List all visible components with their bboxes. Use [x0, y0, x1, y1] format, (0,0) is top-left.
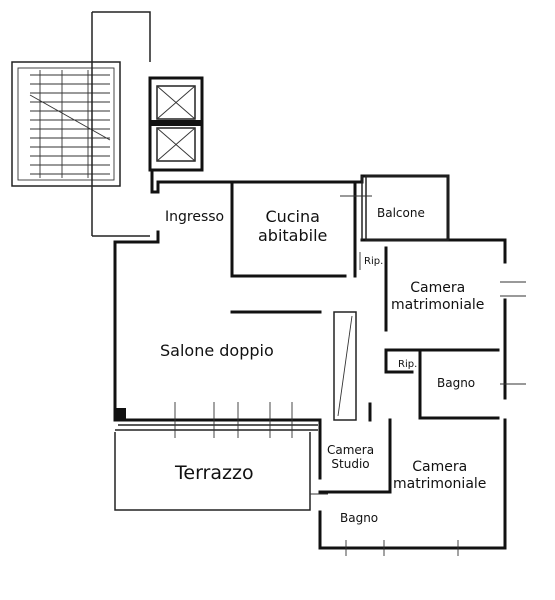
room-label-balcone: Balcone: [377, 206, 425, 220]
window-marks: [174, 195, 526, 556]
room-label-camera-studio: Camera Studio: [327, 443, 374, 472]
room-label-cucina-line1: Cucina: [265, 207, 320, 226]
room-label-cucina-line2: abitabile: [258, 226, 328, 246]
room-label-studio-line2: Studio: [331, 457, 370, 472]
outdoor-areas: [114, 175, 449, 511]
room-label-ripostiglio-mid: Rip.: [398, 359, 418, 370]
room-label-camera-2-line2: matrimoniale: [393, 475, 487, 492]
room-label-salone-doppio: Salone doppio: [160, 341, 274, 360]
room-label-camera-1-line2: matrimoniale: [391, 296, 485, 313]
room-label-studio-line1: Camera: [327, 443, 375, 457]
interior-walls: [230, 176, 500, 494]
room-label-camera-matrimoniale-2: Camera matrimoniale: [393, 459, 486, 493]
room-label-terrazzo: Terrazzo: [175, 462, 254, 484]
room-label-camera-1-line1: Camera: [410, 280, 466, 296]
room-label-bagno-2: Bagno: [340, 511, 379, 525]
room-label-ripostiglio-top: Rip.: [364, 256, 384, 267]
room-label-bagno-1: Bagno: [437, 376, 476, 390]
room-label-cucina: Cucina abitabile: [258, 207, 327, 245]
elevator-shafts: [148, 76, 204, 172]
room-label-ingresso: Ingresso: [165, 209, 225, 225]
room-label-camera-2-line1: Camera: [412, 459, 468, 475]
staircase: [11, 11, 151, 237]
room-label-camera-matrimoniale-1: Camera matrimoniale: [391, 280, 484, 314]
